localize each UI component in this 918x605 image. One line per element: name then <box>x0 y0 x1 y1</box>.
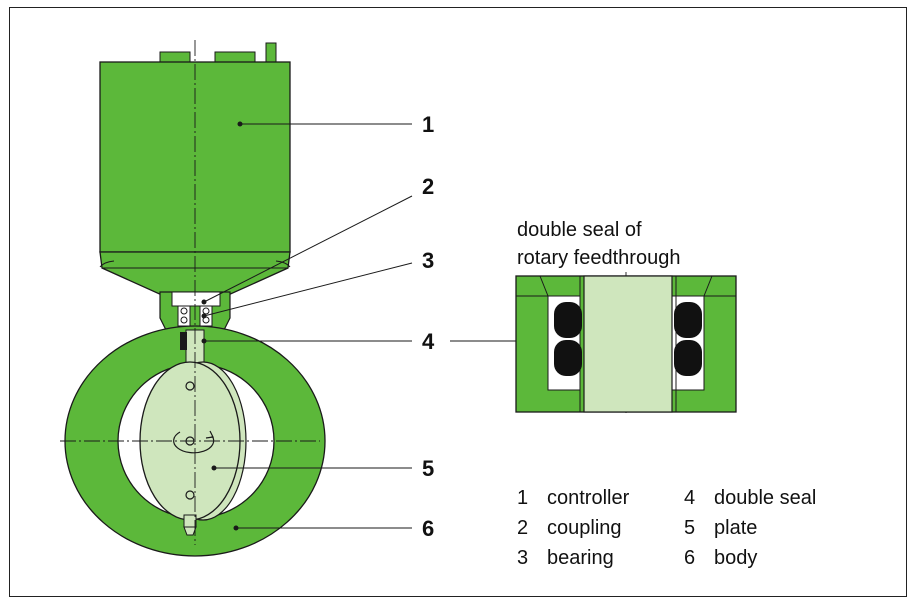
detail-caption-line1: double seal of <box>517 219 642 241</box>
leader-lines <box>203 123 516 529</box>
figure-frame <box>9 7 907 597</box>
legend-num-2: 2 <box>517 517 528 539</box>
legend: 1 controller 2 coupling 3 bearing 4 doub… <box>517 487 816 569</box>
legend-label-1: controller <box>547 487 630 509</box>
detail-caption-line2: rotary feedthrough <box>517 247 680 269</box>
callout-3: 3 <box>422 248 434 273</box>
legend-label-4: double seal <box>714 487 816 509</box>
callout-2: 2 <box>422 174 434 199</box>
legend-label-2: coupling <box>547 517 622 539</box>
callout-6: 6 <box>422 516 434 541</box>
legend-label-6: body <box>714 547 757 569</box>
center-lines <box>60 40 627 545</box>
legend-label-5: plate <box>714 517 757 539</box>
seal-detail <box>515 275 737 413</box>
valve-body <box>64 325 326 557</box>
callout-1: 1 <box>422 112 434 137</box>
legend-label-3: bearing <box>547 547 614 569</box>
legend-num-6: 6 <box>684 547 695 569</box>
legend-num-5: 5 <box>684 517 695 539</box>
legend-num-4: 4 <box>684 487 695 509</box>
legend-num-3: 3 <box>517 547 528 569</box>
coupling-bearing-block <box>159 291 231 331</box>
callout-5: 5 <box>422 456 434 481</box>
leader-dots <box>201 121 243 531</box>
callout-4: 4 <box>422 329 435 354</box>
legend-num-1: 1 <box>517 487 528 509</box>
